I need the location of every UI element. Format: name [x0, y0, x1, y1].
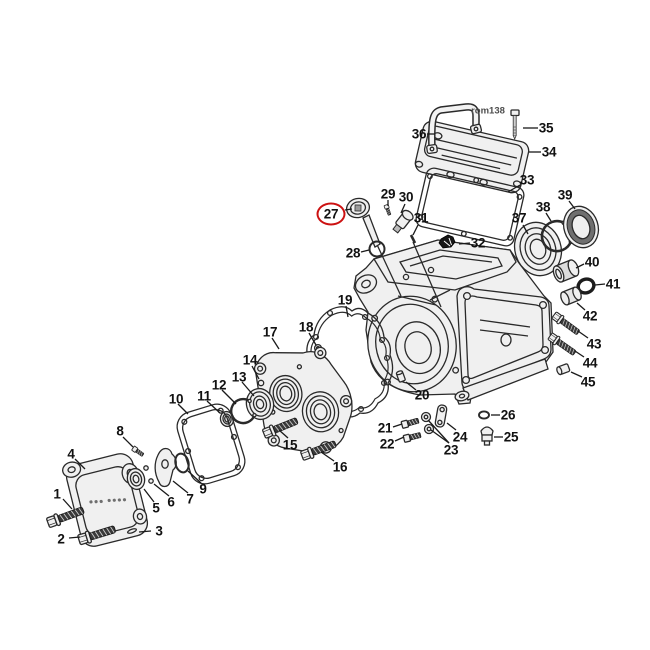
part-label-7: 7 — [186, 491, 194, 507]
part-label-44: 44 — [582, 355, 598, 371]
part-label-14: 14 — [242, 352, 258, 368]
part-10-gasket — [176, 403, 246, 485]
part-label-41: 41 — [605, 276, 621, 292]
part-label-21: 21 — [377, 420, 393, 436]
watermark-text: rom138 — [471, 105, 505, 117]
part-31-pin — [409, 234, 417, 244]
part-label-22: 22 — [379, 436, 395, 452]
part-label-34: 34 — [541, 144, 557, 160]
part-33-gasket — [415, 167, 525, 247]
part-20-dowel — [395, 370, 406, 383]
part-27-dipstick — [345, 197, 381, 248]
part-14-ball — [257, 379, 265, 387]
part-45-plug — [556, 363, 571, 376]
part-label-37: 37 — [511, 210, 527, 226]
part-39-seal — [562, 205, 600, 249]
part-label-13: 13 — [231, 369, 247, 385]
part-36-handle — [426, 103, 483, 155]
part-label-8: 8 — [116, 423, 124, 439]
part-13-bearing — [245, 387, 275, 421]
part-label-19: 19 — [337, 292, 353, 308]
part-label-4: 4 — [67, 446, 75, 462]
transmission-case — [353, 220, 554, 405]
part-label-25: 25 — [503, 429, 519, 445]
part-label-39: 39 — [557, 187, 573, 203]
part-25-vent-valve — [480, 426, 494, 446]
part-4-side-cover — [62, 453, 149, 547]
part-label-26: 26 — [500, 407, 516, 423]
part-label-30: 30 — [398, 189, 414, 205]
part-32-clip — [438, 234, 456, 249]
part-24-link — [434, 404, 448, 428]
part-label-17: 17 — [262, 324, 278, 340]
part-label-3: 3 — [155, 523, 163, 539]
part-label-16: 16 — [332, 459, 348, 475]
part-23-washers — [420, 411, 435, 435]
part-35-bolt — [510, 109, 520, 141]
part-label-18: 18 — [298, 319, 314, 335]
highlight-ring — [316, 202, 346, 226]
part-label-10: 10 — [168, 391, 184, 407]
part-43-bolt — [550, 310, 582, 338]
part-label-5: 5 — [152, 500, 160, 516]
part-label-15: 15 — [282, 437, 298, 453]
part-label-12: 12 — [211, 377, 227, 393]
part-5-washer — [126, 467, 146, 491]
part-label-31: 31 — [413, 210, 429, 226]
part-26-oring — [478, 410, 490, 420]
part-label-40: 40 — [584, 254, 600, 270]
part-label-23: 23 — [443, 442, 459, 458]
part-30-sensor — [392, 209, 414, 234]
part-label-27: 27 — [323, 206, 339, 222]
part-40-spacer — [552, 259, 580, 283]
part-label-33: 33 — [519, 172, 535, 188]
part-9-oring — [174, 452, 190, 474]
part-label-2: 2 — [57, 531, 65, 547]
part-label-43: 43 — [586, 336, 602, 352]
part-label-32: 32 — [470, 235, 486, 251]
part-label-29: 29 — [380, 186, 396, 202]
part-42-spacer — [560, 286, 582, 306]
part-label-45: 45 — [580, 374, 596, 390]
part-label-1: 1 — [53, 486, 61, 502]
part-label-6: 6 — [167, 494, 175, 510]
part-6-balls — [143, 465, 154, 484]
part-21-screw — [400, 416, 420, 430]
part-8-screw — [131, 445, 145, 458]
part-7-pawl — [154, 447, 177, 488]
part-3-pin — [126, 528, 138, 534]
part-28-oring — [368, 240, 386, 258]
part-label-42: 42 — [582, 308, 598, 324]
part-label-20: 20 — [414, 387, 430, 403]
part-37-bearing — [513, 221, 563, 277]
part-label-24: 24 — [452, 429, 468, 445]
part-label-36: 36 — [411, 126, 427, 142]
leader-lines — [62, 127, 606, 539]
part-label-9: 9 — [199, 481, 207, 497]
part-label-35: 35 — [538, 120, 554, 136]
part-label-28: 28 — [345, 245, 361, 261]
part-22-screw — [402, 430, 422, 444]
part-label-11: 11 — [197, 388, 211, 404]
part-label-38: 38 — [535, 199, 551, 215]
